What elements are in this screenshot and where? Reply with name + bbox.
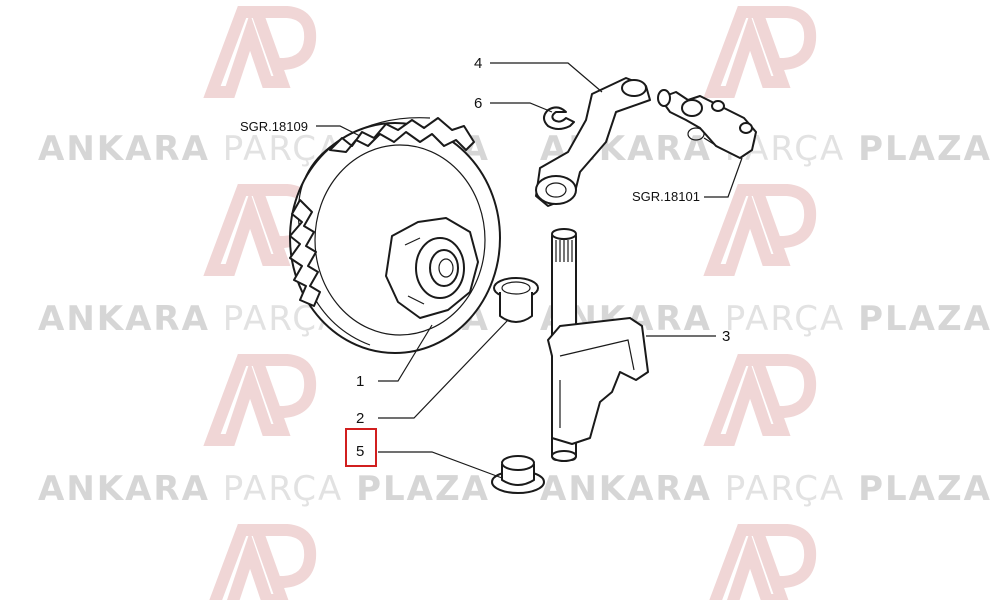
leader-4: [490, 62, 603, 93]
watermark-logo-icon: [703, 5, 817, 98]
callout-2: 2: [356, 410, 364, 427]
bushing-upper: [493, 277, 539, 323]
callout-6: 6: [474, 95, 482, 112]
watermark-logo-icon: [203, 354, 317, 446]
highlight-box: [345, 428, 377, 467]
callout-3: 3: [722, 328, 730, 345]
watermark-text: ANKARA PARÇA PLAZA: [540, 469, 992, 509]
callout-4: 4: [474, 55, 482, 72]
leader-5: [378, 451, 503, 479]
watermark-logo-icon: [203, 5, 317, 98]
watermark-logo-icon: [709, 524, 817, 600]
circlip: [543, 106, 575, 130]
leader-6: [490, 102, 553, 113]
callout-ref-linkage: SGR.18101: [632, 189, 700, 204]
watermark-logo-icon: [209, 524, 317, 600]
leader-ref-linkage: [704, 157, 743, 198]
bushing-lower: [491, 455, 545, 494]
watermark-logo-icon: [703, 184, 817, 276]
callout-5: 5: [356, 443, 364, 460]
leader-ref-clutch: [316, 125, 361, 137]
callout-1: 1: [356, 373, 364, 390]
leader-2: [378, 319, 509, 419]
callout-ref-clutch: SGR.18109: [240, 119, 308, 134]
watermark-text: ANKARA PARÇA PLAZA: [38, 469, 490, 509]
leader-1: [378, 324, 433, 382]
leader-lines: [316, 62, 743, 479]
release-fork-shaft: [547, 228, 649, 462]
clutch-pressure-plate: [289, 117, 501, 354]
linkage-assembly: [657, 89, 757, 159]
watermark-logo-icon: [703, 354, 817, 446]
release-lever-arm: [535, 77, 651, 207]
